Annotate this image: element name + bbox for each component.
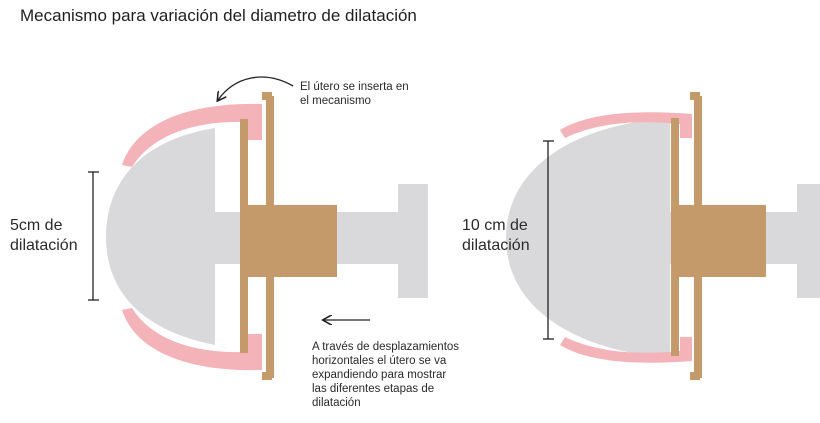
left-uterus-upper xyxy=(122,103,262,167)
diagram-title: Mecanismo para variación del diametro de… xyxy=(20,6,417,25)
right-dilation-label: 10 cm de dilatación xyxy=(462,217,530,254)
left-end-cap xyxy=(398,184,428,298)
insert-arrow xyxy=(218,76,294,100)
left-uterus-lower xyxy=(122,308,262,371)
right-tall-plate-bottom-tab xyxy=(690,372,700,380)
displacement-note: A través de desplazamientos horizontales… xyxy=(312,341,460,409)
right-uterus-lower xyxy=(560,337,692,363)
right-dome xyxy=(506,118,670,358)
right-uterus-upper xyxy=(560,112,692,138)
insert-note: El útero se inserta en el mecanismo xyxy=(300,81,409,107)
left-tall-plate-top-tab xyxy=(262,92,272,100)
left-tall-plate-bottom-tab xyxy=(262,372,272,380)
left-dome xyxy=(106,128,215,345)
right-hub-block xyxy=(674,205,766,277)
left-dilation-label: 5cm de dilatación xyxy=(10,217,78,254)
right-tall-plate-top-tab xyxy=(690,92,700,100)
left-hub-block xyxy=(243,205,337,277)
right-mechanism-diagram xyxy=(506,92,820,380)
right-end-cap xyxy=(797,184,820,298)
left-mechanism-diagram xyxy=(88,76,428,380)
